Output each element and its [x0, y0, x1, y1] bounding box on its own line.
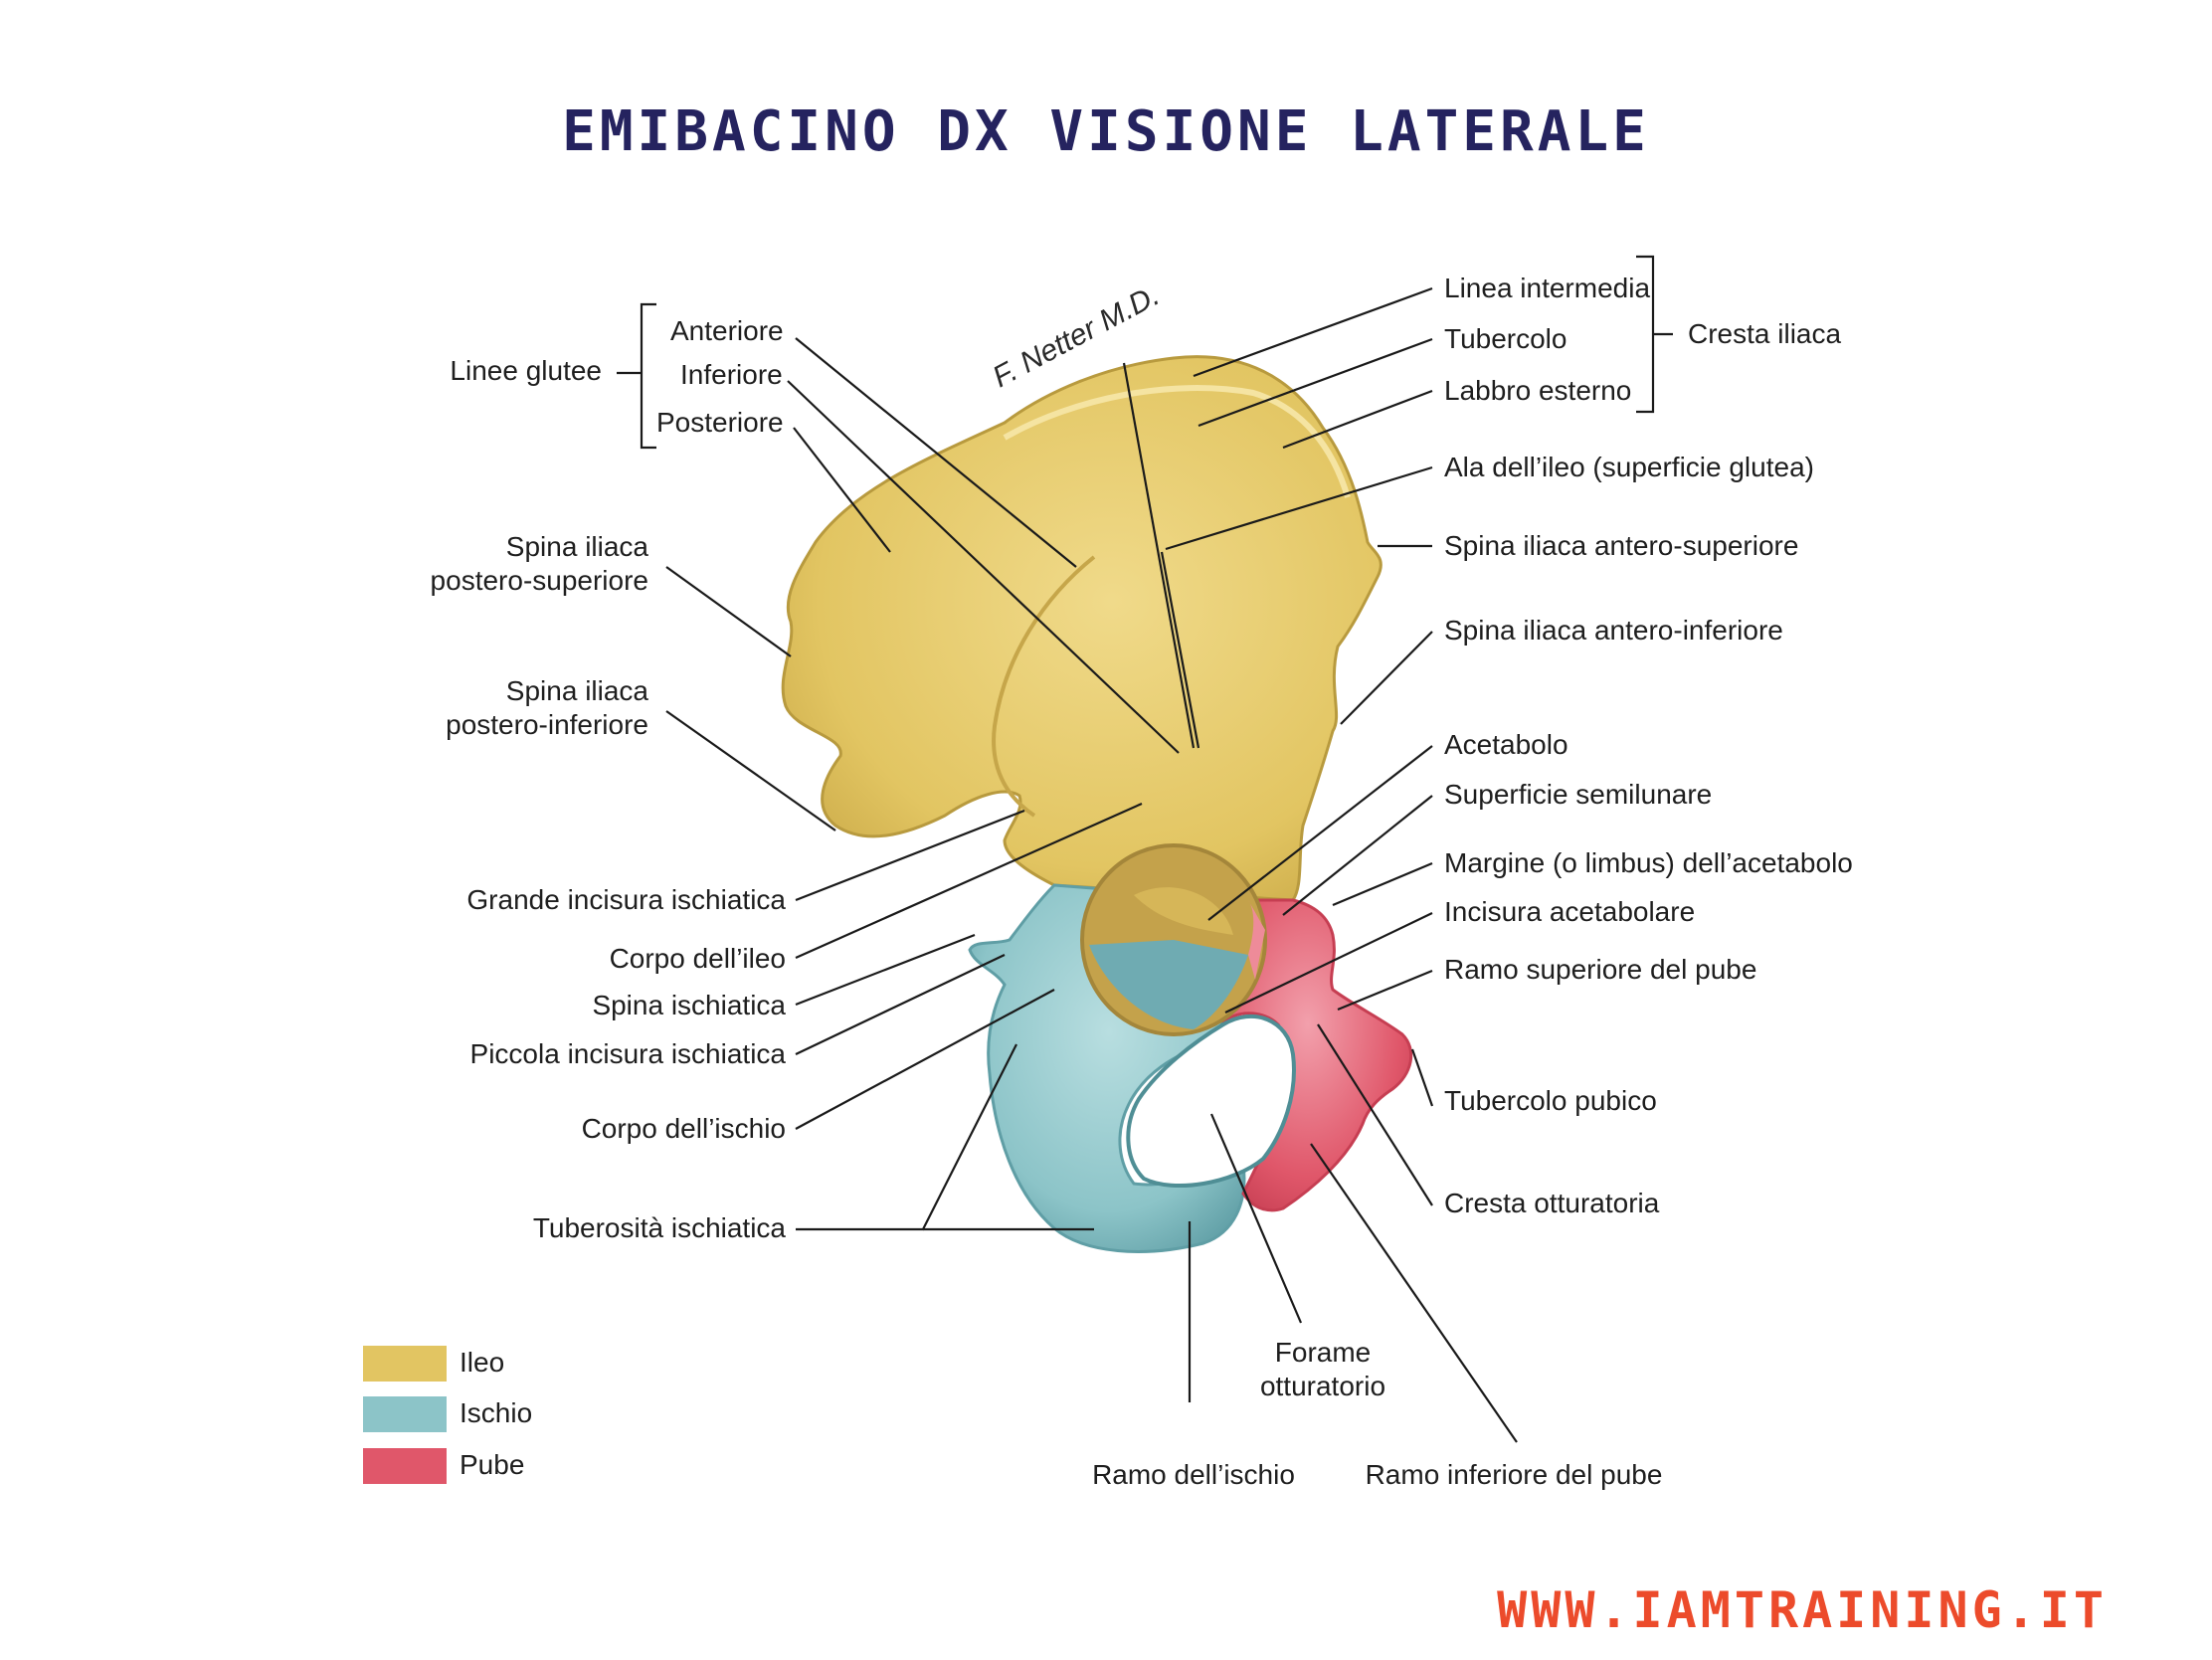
page-title: EMIBACINO DX VISIONE LATERALE [562, 99, 1650, 164]
label-cresta-otturatoria: Cresta otturatoria [1444, 1188, 1660, 1218]
label-ramo-inferiore-pube: Ramo inferiore del pube [1365, 1459, 1663, 1490]
label-incisura-acetabolare: Incisura acetabolare [1444, 896, 1696, 927]
label-ramo-superiore-pube: Ramo superiore del pube [1444, 954, 1757, 985]
label-forame-otturatorio: Forame otturatorio [1259, 1337, 1386, 1401]
label-spina-iliaca-antero-superiore: Spina iliaca antero-superiore [1444, 530, 1799, 561]
label-posteriore: Posteriore [656, 407, 784, 438]
label-spina-iliaca-postero-superiore: Spina iliaca postero-superiore [430, 531, 648, 596]
website-link[interactable]: WWW.IAMTRAINING.IT [1497, 1581, 2108, 1639]
label-grande-incisura: Grande incisura ischiatica [466, 884, 786, 915]
label-anteriore: Anteriore [670, 315, 784, 346]
legend-swatch-pube [363, 1448, 447, 1484]
acetabolo-pubis-part [1248, 900, 1265, 980]
label-inferiore: Inferiore [680, 359, 783, 390]
label-superficie-semilunare: Superficie semilunare [1444, 779, 1713, 810]
label-corpo-ileo: Corpo dell’ileo [609, 943, 786, 974]
label-spina-iliaca-postero-inferiore: Spina iliaca postero-inferiore [446, 675, 648, 740]
acetabolo-fossa [1134, 887, 1233, 935]
gluteal-contour [992, 555, 1096, 818]
crest-contour [1003, 385, 1351, 498]
label-tubercolo: Tubercolo [1444, 323, 1567, 354]
label-linea-intermedia: Linea intermedia [1444, 273, 1651, 303]
label-tuberosita: Tuberosità ischiatica [532, 1212, 786, 1243]
label-tubercolo-pubico: Tubercolo pubico [1444, 1085, 1657, 1116]
label-spina-ischiatica: Spina ischiatica [592, 990, 786, 1020]
legend-swatch-ischio [363, 1396, 447, 1432]
pube-region [1221, 898, 1413, 1212]
acetabolo-ischium-part [1089, 940, 1248, 1029]
legend-label-ischio: Ischio [460, 1397, 533, 1428]
legend-swatch-ileo [363, 1346, 447, 1382]
leader-lines [617, 255, 1673, 1443]
label-linee-glutee: Linee glutee [450, 355, 602, 386]
label-labbro-esterno: Labbro esterno [1444, 375, 1632, 406]
label-ala-ileo: Ala dell’ileo (superficie glutea) [1444, 452, 1814, 482]
forame-otturatorio-hole [1126, 1014, 1296, 1189]
label-acetabolo: Acetabolo [1444, 729, 1568, 760]
label-ramo-ischio: Ramo dell’ischio [1092, 1459, 1295, 1490]
legend-label-ileo: Ileo [460, 1347, 505, 1378]
ileo-region [781, 355, 1382, 902]
label-spina-iliaca-antero-inferiore: Spina iliaca antero-inferiore [1444, 615, 1783, 646]
legend-label-pube: Pube [460, 1449, 525, 1480]
label-corpo-ischio: Corpo dell’ischio [581, 1113, 786, 1144]
label-piccola-incisura: Piccola incisura ischiatica [469, 1038, 786, 1069]
label-cresta-iliaca: Cresta iliaca [1688, 318, 1842, 349]
label-margine-acetabolo: Margine (o limbus) dell’acetabolo [1444, 847, 1853, 878]
